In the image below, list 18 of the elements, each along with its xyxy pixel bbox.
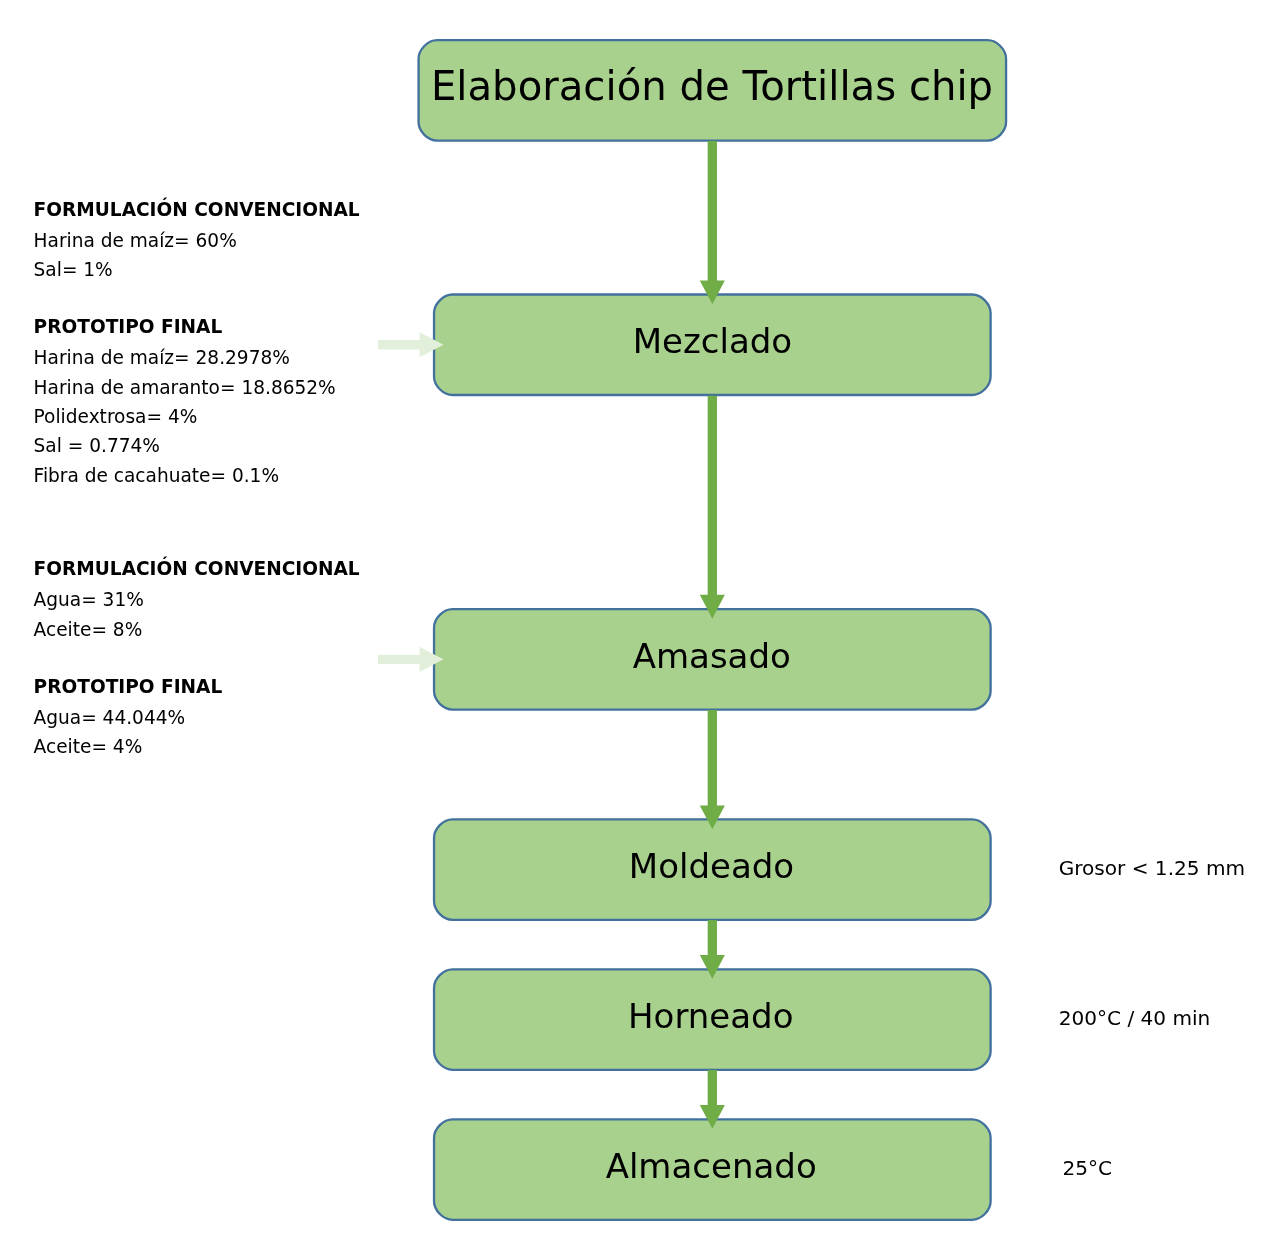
arrow bbox=[699, 920, 725, 979]
node-box: Horneado bbox=[432, 968, 992, 1071]
arrow bbox=[699, 710, 725, 830]
node-box: Moldeado bbox=[432, 818, 992, 922]
node-label: Grosor < 1.25 mm bbox=[1058, 855, 1246, 880]
node-box: Mezclado bbox=[432, 293, 992, 397]
node-text: FORMULACIÓN CONVENCIONAL Agua= 31% Aceite= 8% PROTOTIPO FINAL Agua= 44.044% Aceite= 4% bbox=[33, 558, 360, 758]
arrow bbox=[378, 646, 444, 672]
node-box: Elaboración de Tortillas chip bbox=[417, 39, 1008, 142]
arrow bbox=[699, 1070, 725, 1129]
node-label: 25°C bbox=[1062, 1155, 1113, 1180]
node-box: Amasado bbox=[432, 607, 992, 711]
arrow bbox=[699, 141, 725, 305]
arrow bbox=[378, 332, 444, 358]
node-box: Almacenado bbox=[432, 1118, 992, 1221]
node-text: FORMULACIÓN CONVENCIONAL Harina de maíz= 60% Sal= 1% PROTOTIPO FINAL Harina de maíz= 28.2978% Harina de amaranto= 18.8652% Polidextrosa= 4% Sal = 0.774% Fibra de cacahuate= 0.1% bbox=[33, 198, 360, 486]
arrow bbox=[699, 395, 725, 619]
node-label: 200°C / 40 min bbox=[1058, 1005, 1211, 1030]
